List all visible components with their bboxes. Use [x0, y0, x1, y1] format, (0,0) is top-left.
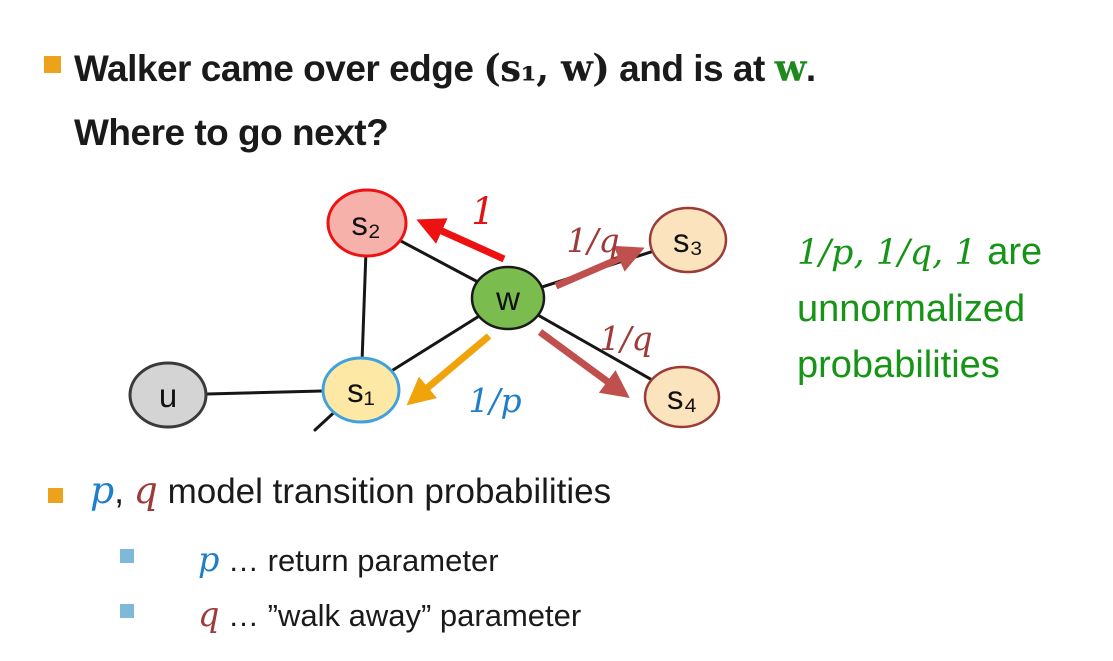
- arrow-label-w-to-s1: 1/p: [468, 381, 521, 420]
- arrow-w-to-s4: [537, 329, 630, 398]
- arrow-w-to-s1: [406, 333, 492, 406]
- arrow-w-to-s3: [554, 245, 645, 290]
- slide-title: Walker came over edge (s₁, w) and is at …: [74, 36, 816, 165]
- node-w: [470, 265, 546, 331]
- sub-bullet-marker-q: [120, 604, 134, 618]
- title-line-1: Walker came over edge (s₁, w) and is at …: [74, 36, 816, 101]
- sub-bullet-marker-p: [120, 549, 134, 563]
- node-label-u: u: [159, 377, 177, 414]
- sub1-text: … return parameter: [219, 543, 499, 578]
- var-p: p: [90, 468, 115, 512]
- note-line-2: unnormalized: [797, 288, 1026, 330]
- bullet-main-text: model transition probabilities: [157, 472, 612, 511]
- main-bullet-marker: [48, 488, 63, 503]
- title-text-mid: and is at: [609, 48, 775, 89]
- note-are: are: [976, 231, 1043, 273]
- bullet-transition-probabilities: p, q model transition probabilities: [90, 468, 611, 512]
- var-q: q: [133, 468, 158, 512]
- node-label-s2: s₂: [351, 205, 380, 242]
- note-line-1: 1/p, 1/q, 1 are: [797, 224, 1042, 281]
- title-highlight-w: w: [774, 46, 807, 90]
- node-u: [128, 361, 208, 429]
- arrow-label-w-to-s2: 1: [471, 190, 495, 233]
- bullet-walk-away-parameter: q … ”walk away” parameter: [198, 595, 581, 634]
- var-p-sub: p: [198, 540, 220, 579]
- node-s2: [326, 188, 408, 258]
- arrow-label-w-to-s3: 1/q: [566, 221, 619, 260]
- note-line-3: probabilities: [797, 344, 1000, 386]
- note-math: 1/p, 1/q, 1: [797, 233, 977, 273]
- node-s4: [643, 365, 721, 429]
- title-text-pre: Walker came over edge: [74, 48, 484, 89]
- node-s1: [321, 356, 401, 424]
- node-label-w: w: [495, 280, 520, 317]
- node-s3: [648, 206, 728, 274]
- var-q-sub: q: [198, 595, 220, 634]
- title-math-edge: (s₁, w): [483, 46, 610, 90]
- title-bullet-marker: [44, 56, 61, 73]
- node-label-s3: s₃: [673, 222, 703, 259]
- unnormalized-note: 1/p, 1/q, 1 are unnormalized probabiliti…: [797, 224, 1042, 393]
- arrow-label-w-to-s4: 1/q: [599, 319, 652, 358]
- title-line-2: Where to go next?: [74, 112, 389, 153]
- node-label-s4: s₄: [667, 379, 697, 416]
- arrow-w-to-s2: [416, 218, 506, 263]
- sub2-text: … ”walk away” parameter: [219, 598, 582, 633]
- title-period: .: [805, 48, 816, 89]
- node-label-s1: s₁: [347, 372, 375, 409]
- bullet-return-parameter: p … return parameter: [198, 540, 499, 579]
- bullet-sep: ,: [114, 472, 134, 511]
